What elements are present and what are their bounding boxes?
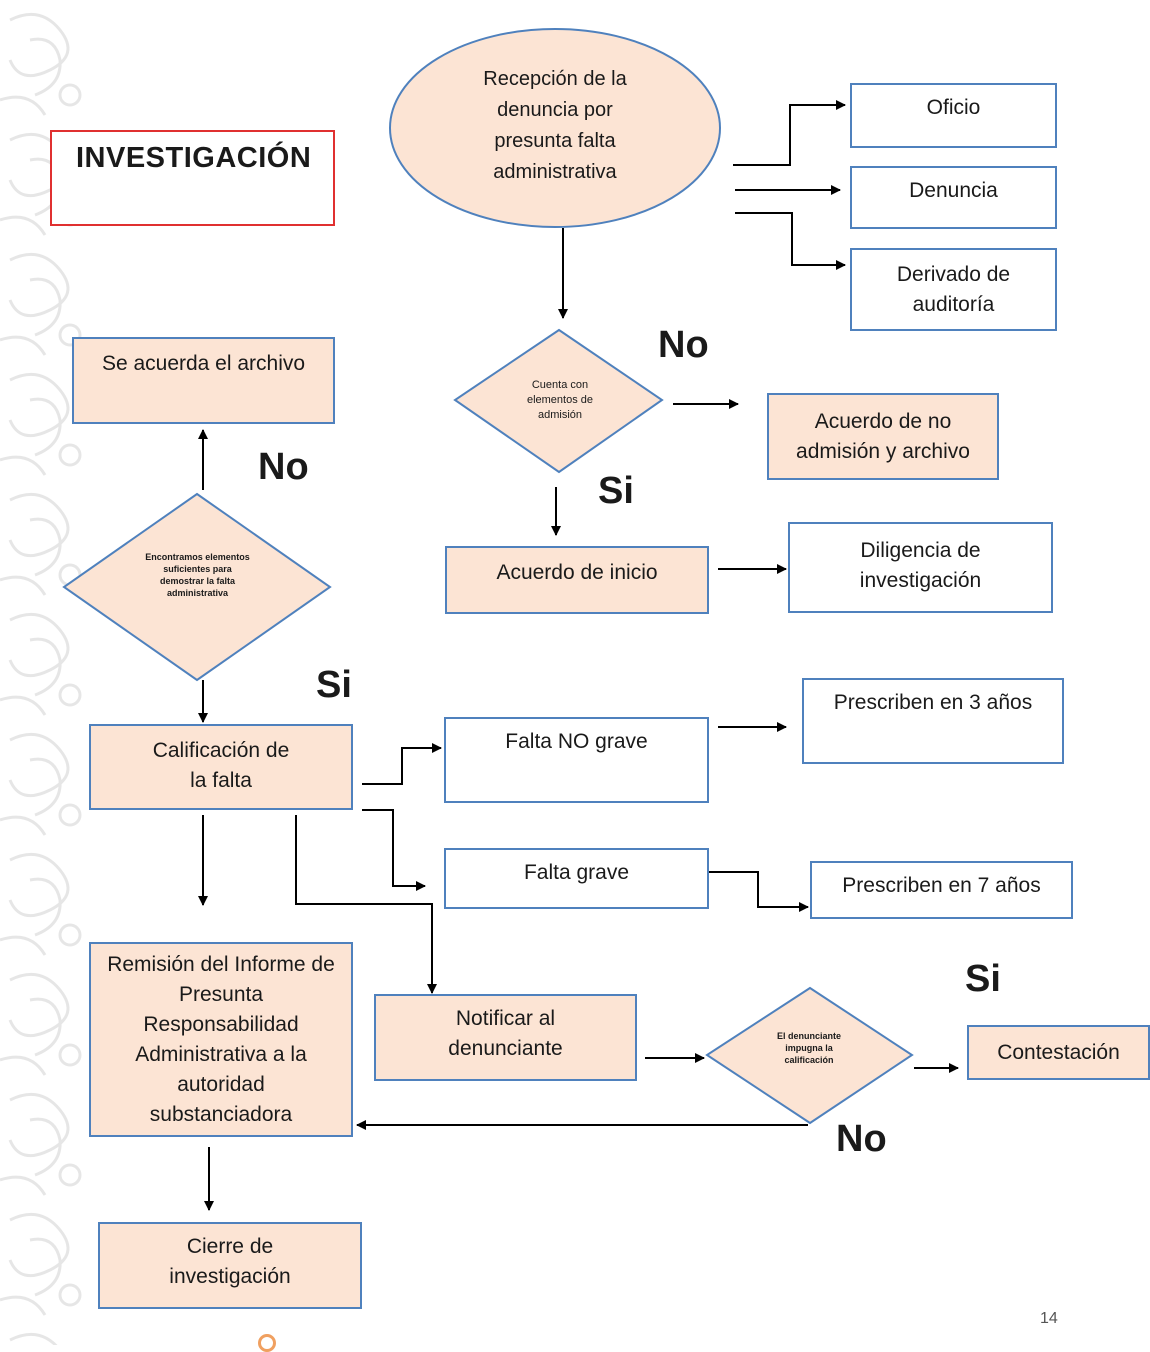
- arrow-to-prescriben-7: [709, 871, 809, 912]
- remision-box: Remisión del Informe de Presunta Respons…: [89, 942, 353, 1137]
- si-label-encontramos: Si: [316, 664, 352, 706]
- oficio-box: Oficio: [850, 83, 1057, 148]
- cierre-box: Cierre de investigación: [98, 1222, 362, 1309]
- no-label-encontramos: No: [258, 446, 309, 488]
- impugna-diamond: [705, 986, 914, 1125]
- cuenta-diamond: [453, 328, 664, 474]
- arrow-to-derivado: [735, 212, 846, 270]
- page-number: 14: [1040, 1310, 1058, 1327]
- prescriben-3-box: Prescriben en 3 años: [802, 678, 1064, 764]
- arrow-to-oficio: [733, 100, 846, 166]
- page-title: INVESTIGACIÓN: [50, 130, 335, 226]
- encontramos-label: Encontramos elementos suficientes para d…: [145, 552, 250, 598]
- cuenta-label: Cuenta con elementos de admisión: [526, 378, 594, 421]
- falta-grave-box: Falta grave: [444, 848, 709, 909]
- prescriben-7-box: Prescriben en 7 años: [810, 861, 1073, 919]
- si-label-impugna: Si: [965, 958, 1001, 1000]
- encontramos-diamond: [62, 492, 332, 682]
- arrow-to-notificar: [295, 815, 437, 994]
- impugna-label: El denunciante impugna la calificación: [776, 1031, 841, 1065]
- denuncia-box: Denuncia: [850, 166, 1057, 229]
- diligencia-box: Diligencia de investigación: [788, 522, 1053, 613]
- footer-logo-icon: [258, 1334, 276, 1352]
- derivado-box: Derivado de auditoría: [850, 248, 1057, 331]
- recepcion-ellipse: [389, 28, 721, 228]
- arrow-to-falta-no-grave: [362, 743, 442, 785]
- contestacion-box: Contestación: [967, 1025, 1150, 1080]
- acuerdo-inicio-box: Acuerdo de inicio: [445, 546, 709, 614]
- calificacion-box: Calificación de la falta: [89, 724, 353, 810]
- se-acuerda-archivo-box: Se acuerda el archivo: [72, 337, 335, 424]
- arrow-to-falta-grave: [362, 809, 426, 891]
- no-label-cuenta: No: [658, 324, 709, 366]
- notificar-box: Notificar al denunciante: [374, 994, 637, 1081]
- acuerdo-no-admision-box: Acuerdo de no admisión y archivo: [767, 393, 999, 480]
- no-label-impugna: No: [836, 1118, 887, 1160]
- falta-no-grave-box: Falta NO grave: [444, 717, 709, 803]
- si-label-cuenta: Si: [598, 470, 634, 512]
- recepcion-label: Recepción de la denuncia por presunta fa…: [483, 68, 627, 183]
